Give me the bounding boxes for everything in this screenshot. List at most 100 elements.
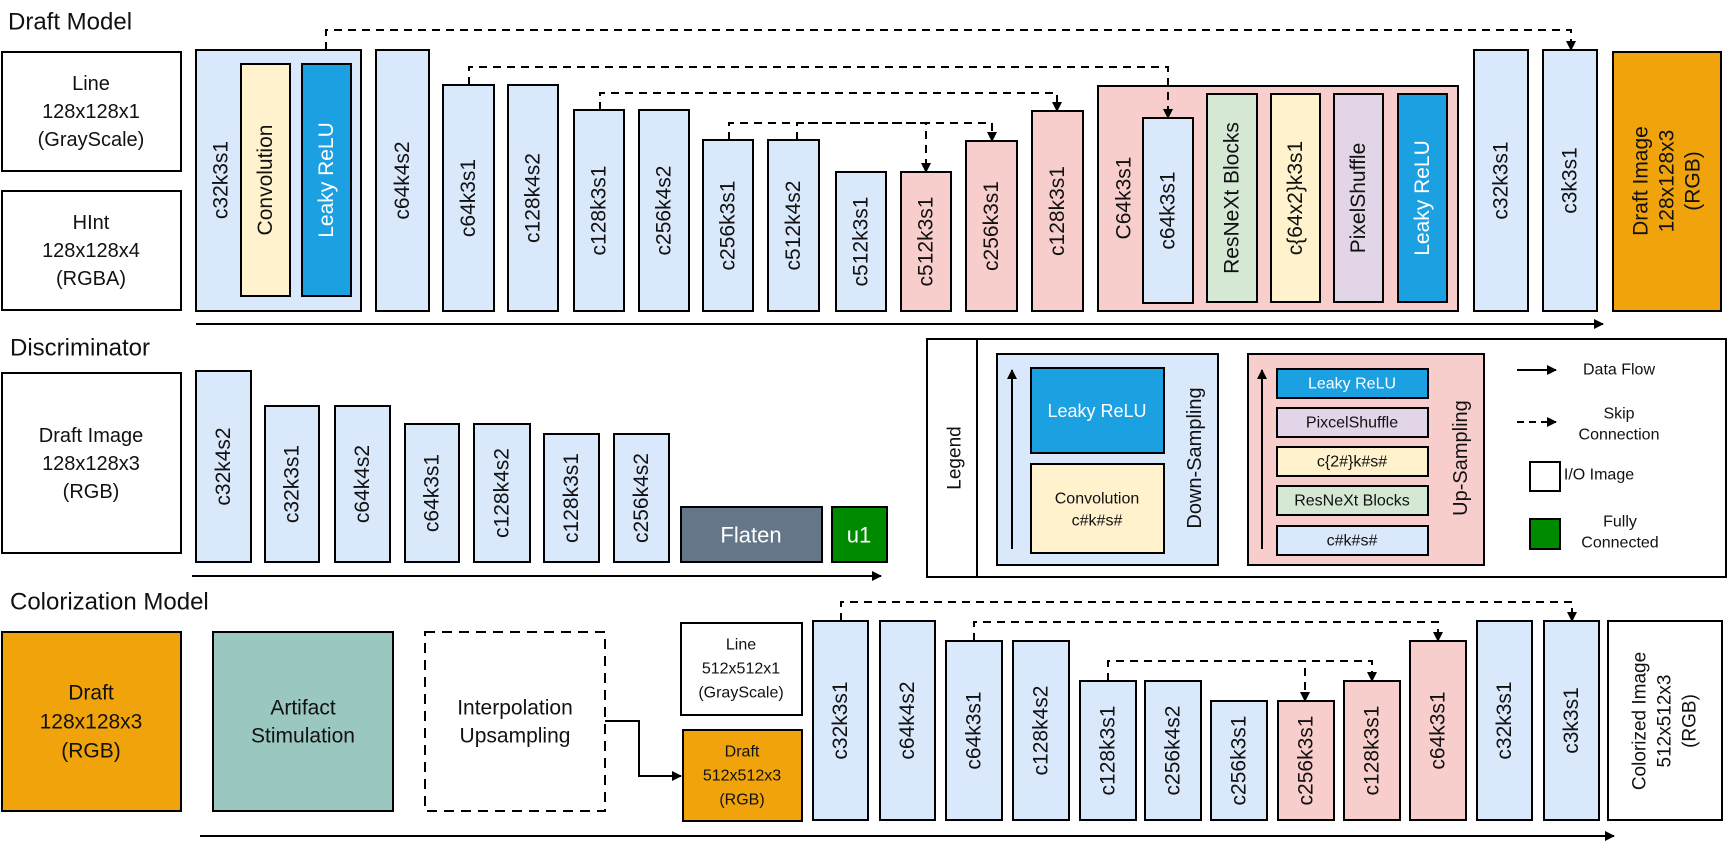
colorization-layer-label: c64k4s2 <box>896 681 919 759</box>
decoder-layer-label: c512k3s1 <box>915 197 938 287</box>
legend-up-item-label: Leaky ReLU <box>1308 376 1396 393</box>
line-512-label: Line <box>726 637 756 654</box>
fully-connected-label: u1 <box>847 523 871 548</box>
colorized-output-label: (RGB) <box>1680 694 1701 748</box>
draft-512-label: Draft <box>725 744 760 761</box>
interpolation-upsampling-label: Interpolation <box>457 697 573 720</box>
legend-key-label: Fully <box>1603 514 1637 531</box>
colorization-layer <box>1343 680 1401 821</box>
legend-convolution <box>1030 463 1165 554</box>
line-512-label: 512x512x1 <box>702 661 780 678</box>
input-line-label: 128x128x1 <box>42 101 140 123</box>
encoder-layer <box>638 109 690 312</box>
colorization-layer <box>945 640 1003 821</box>
skip-connection <box>468 66 1173 119</box>
encoder-layer-label: c128k4s2 <box>522 153 545 243</box>
upsample-inner-layer <box>1397 93 1448 303</box>
input-line-label: (GrayScale) <box>38 129 145 151</box>
upsample-inner-layer-label: Leaky ReLU <box>1411 140 1434 256</box>
skip-connection <box>840 601 1577 622</box>
legend-down-title: Down-Sampling <box>1184 387 1206 528</box>
artifact-stimulation-label: Stimulation <box>251 725 355 748</box>
disc-input-label: Draft Image <box>39 425 143 447</box>
legend-fc-swatch <box>1529 518 1561 550</box>
encoder-layer <box>375 49 430 312</box>
disc-layer <box>195 370 252 563</box>
disc-layer-label: c128k4s2 <box>491 448 514 538</box>
encoder-layer-label: c128k3s1 <box>588 166 611 256</box>
draft-512-box <box>682 729 803 822</box>
legend-up-item <box>1276 525 1429 556</box>
colorized-output-label: Colorized Image <box>1630 652 1651 790</box>
disc-layer <box>404 423 460 563</box>
legend-up-title: Up-Sampling <box>1450 400 1472 516</box>
leaky-relu-block <box>301 63 352 297</box>
section-title-discriminator: Discriminator <box>10 335 150 362</box>
input-hint-label: HInt <box>73 212 110 234</box>
tail-layer-label: c3k3s1 <box>1559 147 1582 214</box>
legend-up-item-label: c#k#s# <box>1327 533 1378 550</box>
draft-output-label: 128x128x3 <box>1656 130 1679 233</box>
draft-input-label: 128x128x3 <box>40 711 143 734</box>
upsample-inner-layer-label: c64k3s1 <box>1157 171 1180 249</box>
disc-layer <box>334 405 391 563</box>
draft-input-label: Draft <box>68 682 114 705</box>
legend-up-item <box>1276 446 1429 477</box>
draft-input-label: (RGB) <box>61 740 121 763</box>
tail-layer <box>1542 49 1598 312</box>
legend-convolution-label: Convolution <box>1055 491 1140 508</box>
draft-output-label: (RGB) <box>1682 151 1705 211</box>
fully-connected-block <box>831 506 888 563</box>
colorization-layer <box>1012 640 1070 821</box>
draft-512-label: (RGB) <box>719 792 764 809</box>
encoder-layer-label: c256k4s2 <box>653 166 676 256</box>
legend-leaky-relu-label: Leaky ReLU <box>1047 401 1146 421</box>
colorization-layer <box>1210 700 1268 821</box>
skip-connection <box>973 621 1443 642</box>
disc-layer <box>543 433 600 563</box>
input-hint-label: 128x128x4 <box>42 240 140 262</box>
skip-connection <box>325 29 1576 51</box>
disc-layer-label: c64k4s2 <box>351 445 374 523</box>
legend-convolution-label: c#k#s# <box>1072 513 1123 530</box>
disc-layer <box>473 423 531 563</box>
tail-layer <box>1473 49 1529 312</box>
colorization-layer-label: c256k4s2 <box>1162 706 1185 796</box>
decoder-layer <box>1031 110 1084 312</box>
encoder-layer-label: c512k4s2 <box>782 181 805 271</box>
skip-connection <box>1107 660 1377 682</box>
interpolation-upsampling-box <box>424 631 606 812</box>
decoder-layer-label: c256k3s1 <box>980 181 1003 271</box>
encoder-layer-label: c512k3s1 <box>850 197 873 287</box>
upsample-block-label: C64k3s1 <box>1113 157 1136 240</box>
disc-layer-label: c256k4s2 <box>630 453 653 543</box>
colorization-layer-label: c256k3s1 <box>1295 716 1318 806</box>
colorized-output-box <box>1607 620 1723 821</box>
convolution-block-label: Convolution <box>254 125 277 236</box>
skip-connection <box>1107 660 1310 702</box>
decoder-layer <box>965 140 1018 312</box>
disc-layer <box>264 405 320 563</box>
disc-layer-label: c32k4s2 <box>212 427 235 505</box>
draft-output-label: Draft Image <box>1630 126 1653 236</box>
encoder-layer-label: c64k4s2 <box>391 141 414 219</box>
first-conv-block-label: c32k3s1 <box>210 141 233 219</box>
encoder-layer <box>442 84 495 312</box>
legend-up-item-label: c{2#}k#s# <box>1317 454 1387 471</box>
colorization-layer <box>812 620 869 821</box>
data-flow-arrow <box>605 720 682 781</box>
colorization-layer <box>1409 640 1467 821</box>
encoder-layer-label: c64k3s1 <box>457 159 480 237</box>
draft-output-box <box>1612 51 1722 312</box>
tail-layer-label: c32k3s1 <box>1490 141 1513 219</box>
encoder-layer <box>767 139 820 312</box>
disc-input-label: 128x128x3 <box>42 453 140 475</box>
artifact-stimulation-box <box>212 631 394 812</box>
skip-connection <box>728 122 997 142</box>
legend-key-label: Connection <box>1579 427 1660 444</box>
upsample-inner-layer <box>1333 93 1384 303</box>
upsample-inner-layer-label: PixelShuffle <box>1347 143 1370 254</box>
disc-layer <box>613 433 670 563</box>
upsample-inner-layer <box>1206 93 1258 303</box>
disc-layer-label: c32k3s1 <box>281 445 304 523</box>
